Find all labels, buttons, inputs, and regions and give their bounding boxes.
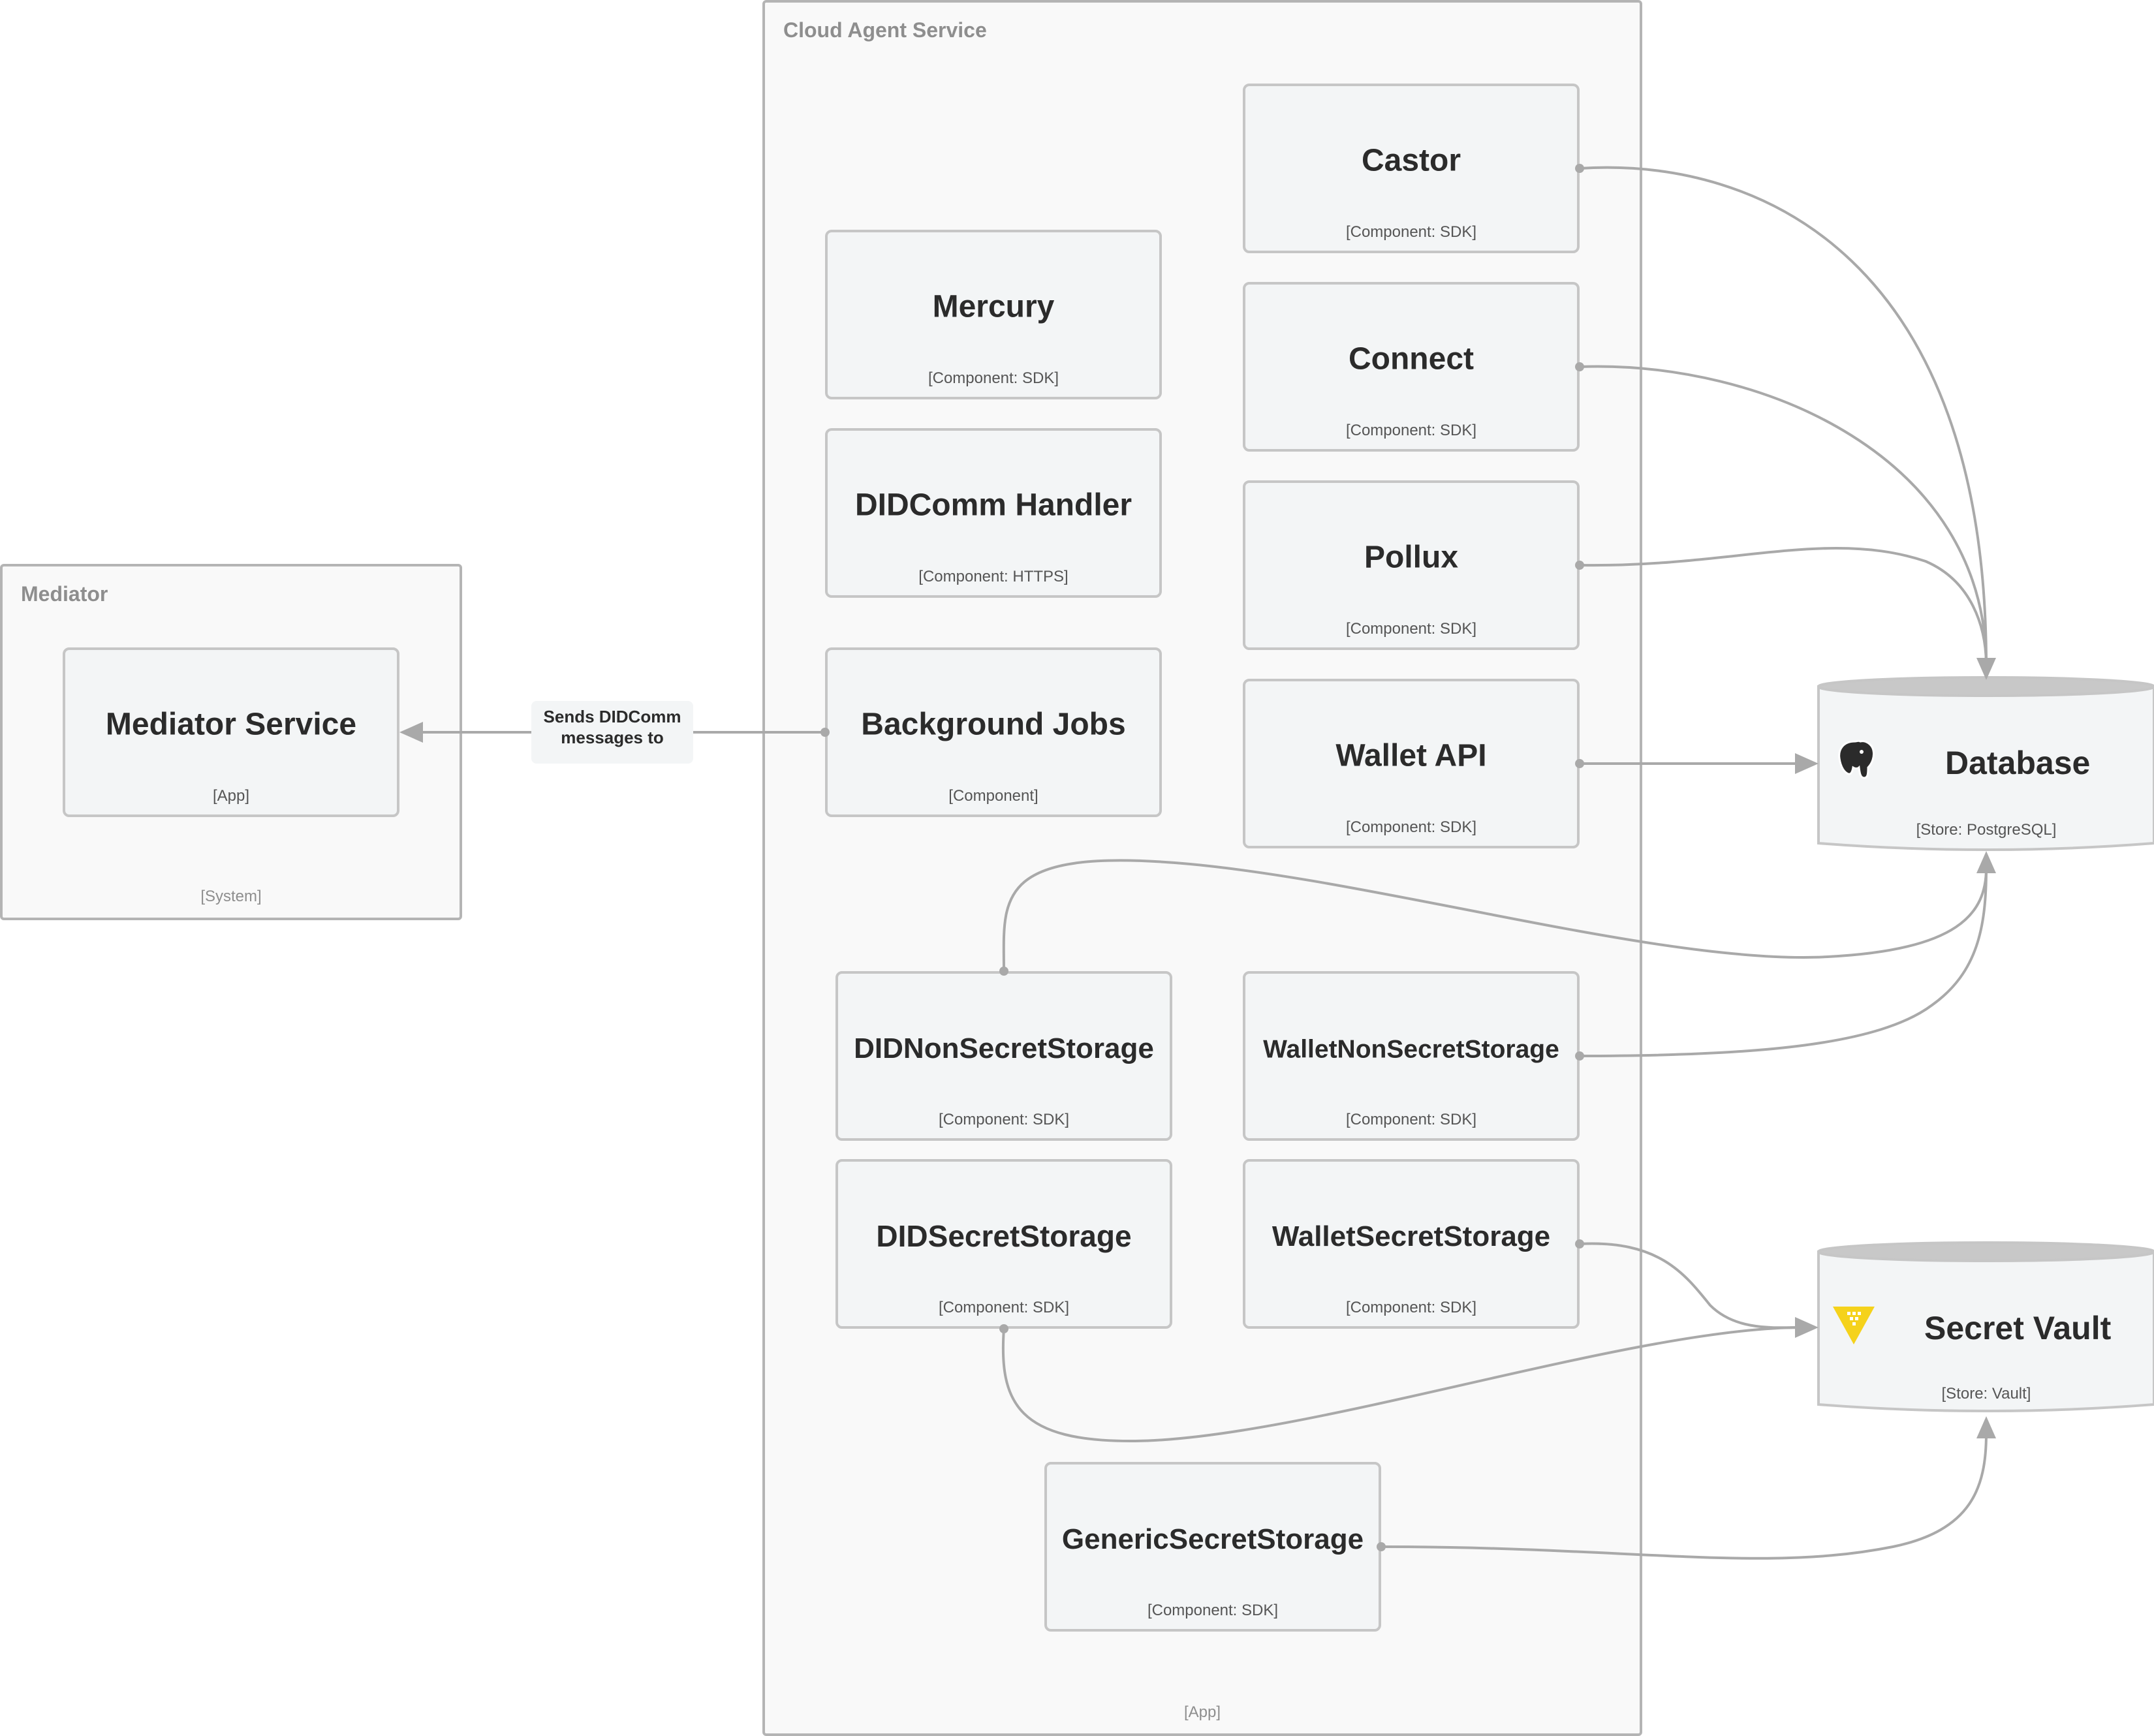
cloud-agent-service-tag: [App] bbox=[1183, 1703, 1221, 1721]
mediator-service-tag: [App] bbox=[212, 787, 250, 805]
wallet-non-secret-storage-tag: [Component: SDK] bbox=[1345, 1111, 1477, 1128]
wallet-non-secret-storage-component[interactable]: WalletNonSecretStorage [Component: SDK] bbox=[1243, 971, 1580, 1141]
did-secret-storage-component[interactable]: DIDSecretStorage [Component: SDK] bbox=[835, 1159, 1172, 1329]
edge-pollux-database bbox=[1579, 547, 1988, 666]
did-non-secret-storage-name: DIDNonSecretStorage bbox=[854, 1032, 1154, 1064]
didcomm-handler-component[interactable]: DIDComm Handler [Component: HTTPS] bbox=[825, 428, 1162, 598]
pollux-component[interactable]: Pollux [Component: SDK] bbox=[1243, 480, 1580, 650]
edge-label-line1: Sends DIDComm bbox=[543, 707, 681, 726]
castor-name: Castor bbox=[1361, 143, 1461, 178]
did-non-secret-storage-tag: [Component: SDK] bbox=[938, 1111, 1070, 1128]
mercury-name: Mercury bbox=[932, 289, 1055, 324]
arrowhead-mediator bbox=[399, 722, 423, 743]
didcomm-handler-tag: [Component: HTTPS] bbox=[918, 568, 1069, 585]
generic-secret-storage-tag: [Component: SDK] bbox=[1147, 1602, 1279, 1619]
arrowhead-vault-bottom bbox=[1976, 1416, 1996, 1438]
edge-label-sends-didcomm: Sends DIDComm messages to bbox=[531, 701, 693, 764]
connect-component[interactable]: Connect [Component: SDK] bbox=[1243, 282, 1580, 452]
wallet-secret-storage-name: WalletSecretStorage bbox=[1272, 1220, 1551, 1252]
wallet-secret-storage-tag: [Component: SDK] bbox=[1345, 1299, 1477, 1316]
did-non-secret-storage-component[interactable]: DIDNonSecretStorage [Component: SDK] bbox=[835, 971, 1172, 1141]
cloud-agent-service-title: Cloud Agent Service bbox=[783, 18, 987, 42]
wallet-api-component[interactable]: Wallet API [Component: SDK] bbox=[1243, 679, 1580, 848]
did-secret-storage-tag: [Component: SDK] bbox=[938, 1299, 1070, 1316]
wallet-api-tag: [Component: SDK] bbox=[1345, 818, 1477, 836]
edge-wallet-secret-vault bbox=[1579, 1242, 1802, 1329]
edge-arrowheads bbox=[399, 658, 1996, 1438]
castor-component[interactable]: Castor [Component: SDK] bbox=[1243, 84, 1580, 253]
wallet-api-name: Wallet API bbox=[1335, 738, 1487, 773]
postgresql-elephant-icon bbox=[1838, 739, 1875, 779]
castor-tag: [Component: SDK] bbox=[1345, 223, 1477, 241]
connect-name: Connect bbox=[1349, 341, 1474, 377]
background-jobs-name: Background Jobs bbox=[861, 707, 1126, 742]
edge-label-line2: messages to bbox=[561, 728, 664, 747]
arrowhead-database-left bbox=[1795, 753, 1818, 774]
didcomm-handler-name: DIDComm Handler bbox=[854, 488, 1132, 523]
vault-triangle-icon bbox=[1833, 1307, 1875, 1344]
arrowhead-database-bottom bbox=[1976, 851, 1996, 873]
edges bbox=[418, 166, 1988, 1560]
vault-name: Secret Vault bbox=[1924, 1310, 2112, 1346]
connect-tag: [Component: SDK] bbox=[1345, 422, 1477, 439]
background-jobs-tag: [Component] bbox=[948, 787, 1038, 805]
edge-connect-database bbox=[1579, 365, 1988, 666]
mediator-system-tag: [System] bbox=[200, 888, 262, 905]
mediator-service-name: Mediator Service bbox=[105, 707, 357, 742]
mercury-tag: [Component: SDK] bbox=[928, 369, 1059, 387]
pollux-name: Pollux bbox=[1364, 540, 1459, 575]
edge-did-secret-vault bbox=[1001, 1326, 1802, 1443]
edge-castor-database bbox=[1579, 166, 1988, 666]
did-secret-storage-name: DIDSecretStorage bbox=[876, 1219, 1132, 1254]
edge-did-non-secret-database bbox=[1002, 859, 1988, 972]
edge-wallet-non-secret-database bbox=[1579, 867, 1988, 1057]
mercury-component[interactable]: Mercury [Component: SDK] bbox=[825, 230, 1162, 399]
arrowhead-vault-left bbox=[1795, 1317, 1818, 1338]
database-tag: [Store: PostgreSQL] bbox=[1916, 821, 2057, 839]
edge-generic-secret-vault bbox=[1381, 1433, 1988, 1560]
vault-tag: [Store: Vault] bbox=[1941, 1385, 2031, 1403]
database-name: Database bbox=[1945, 745, 2091, 781]
edge-start-dots bbox=[820, 164, 1584, 1551]
background-jobs-component[interactable]: Background Jobs [Component] bbox=[825, 647, 1162, 817]
wallet-non-secret-storage-name: WalletNonSecretStorage bbox=[1263, 1035, 1559, 1064]
mediator-system-title: Mediator bbox=[21, 582, 108, 606]
pollux-tag: [Component: SDK] bbox=[1345, 620, 1477, 638]
vault-store[interactable] bbox=[1817, 1241, 2154, 1412]
generic-secret-storage-component[interactable]: GenericSecretStorage [Component: SDK] bbox=[1044, 1462, 1381, 1632]
generic-secret-storage-name: GenericSecretStorage bbox=[1061, 1523, 1364, 1555]
mediator-service-component[interactable]: Mediator Service [App] bbox=[63, 647, 399, 817]
arrowhead-database-top bbox=[1976, 658, 1996, 680]
